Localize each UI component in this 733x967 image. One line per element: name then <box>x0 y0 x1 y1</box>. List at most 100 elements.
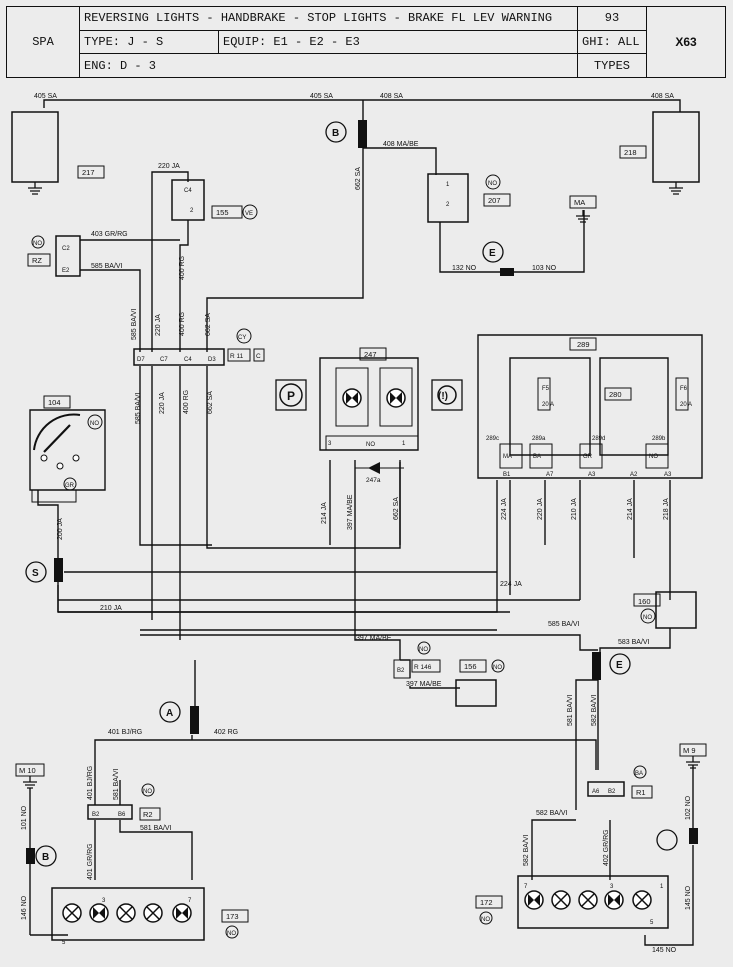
wire-label: 145 NO <box>652 947 677 954</box>
component-id: 160 <box>638 597 651 606</box>
ground-id: M 9 <box>683 746 696 755</box>
connector-b2 <box>26 848 35 864</box>
connector-letter: S <box>32 568 39 579</box>
switch-207 <box>427 173 469 223</box>
fuse-rating: 20 A <box>680 402 692 408</box>
component-tag: NO <box>33 241 42 247</box>
pin-label: C4 <box>184 357 192 363</box>
pin-label: A3 <box>588 472 596 478</box>
component-tag: NO <box>643 615 652 621</box>
component-tag: GR <box>65 483 75 489</box>
wire-label: 662 SA <box>205 313 212 336</box>
wire-label: 662 SA <box>207 391 214 414</box>
wire-label: 401 GR/RG <box>87 843 94 880</box>
connector-r1 <box>587 781 625 797</box>
component-id: 172 <box>480 898 493 907</box>
pin-label: 3 <box>102 898 106 904</box>
sheet-code: X63 <box>646 6 726 78</box>
pin-label: GR <box>583 454 593 460</box>
switch-155 <box>171 179 205 221</box>
wire-label: 403 GR/RG <box>91 231 128 238</box>
switch-160 <box>655 591 697 629</box>
wire-label: 581 BA/VI <box>113 768 120 800</box>
component-id: 289 <box>577 340 590 349</box>
wire-label: 400 RG <box>179 256 186 280</box>
switch-217 <box>11 111 59 183</box>
connector-a <box>190 706 199 734</box>
wire-label: 585 BA/VI <box>548 621 580 628</box>
wire-label: 224 JA <box>500 581 522 588</box>
component-id: 247 <box>364 350 377 359</box>
switch-156 <box>455 679 497 707</box>
connector-e2 <box>592 652 601 680</box>
pin-label: NO <box>649 454 658 460</box>
pin-label: 289a <box>532 436 546 442</box>
wire-label: 401 BJ/RG <box>108 729 142 736</box>
lamp-cluster-173 <box>51 887 205 941</box>
pin-label: C2 <box>62 246 70 252</box>
wire-label: 132 NO <box>452 265 477 272</box>
fuse-label: F6 <box>680 386 688 392</box>
fuse-label: F5 <box>542 386 550 392</box>
title-block: SPA REVERSING LIGHTS - HANDBRAKE - STOP … <box>6 6 726 78</box>
pin-label: 289c <box>486 436 499 442</box>
wire-label: 582 BA/VI <box>591 694 598 726</box>
region-code: SPA <box>6 6 80 78</box>
connector-letter: A <box>166 708 173 719</box>
component-tag: BA <box>635 771 643 777</box>
pin-label: 289b <box>652 436 666 442</box>
component-tag: C <box>256 353 261 360</box>
connector-id: RZ <box>32 256 42 265</box>
connector-letter: E <box>489 248 496 259</box>
wire-label: 582 BA/VI <box>523 834 530 866</box>
wire-label: 101 NO <box>21 805 28 830</box>
pin-label: A3 <box>664 472 672 478</box>
pin-label: B6 <box>118 812 126 818</box>
component-tag: NO <box>143 789 152 795</box>
fuse-rating: 20 A <box>542 402 554 408</box>
ground-id: M 10 <box>19 766 36 775</box>
wire-label: 400 RG <box>183 390 190 414</box>
ground-icon <box>27 181 43 195</box>
wire-label: 400 RG <box>179 312 186 336</box>
wire-label: 218 JA <box>663 498 670 520</box>
pin-label: 2 <box>190 208 194 214</box>
wire-label: 214 JA <box>321 502 328 524</box>
component-tag: VE <box>245 211 253 217</box>
wire-label: 397 MA/BE <box>356 635 392 642</box>
component-id: 280 <box>609 390 622 399</box>
connector-letter: E <box>616 660 623 671</box>
wire-label: 408 SA <box>651 93 674 100</box>
wire-label: 146 NO <box>21 895 28 920</box>
pin-label: 7 <box>188 898 192 904</box>
pin-label: 5 <box>650 920 654 926</box>
equipment-codes: EQUIP: E1 - E2 - E3 <box>218 29 578 55</box>
pin-label: C4 <box>184 188 192 194</box>
engine-type: ENG: D - 3 <box>79 53 578 78</box>
wire-label: 145 NO <box>685 885 692 910</box>
wire-label: 401 BJ/RG <box>87 766 94 800</box>
component-tag: NO <box>227 931 236 937</box>
connector-s <box>54 558 63 582</box>
brake-warning-icon: (!) <box>438 391 448 402</box>
wire-label: 408 SA <box>380 93 403 100</box>
wire-label: 405 SA <box>310 93 333 100</box>
connector-cy <box>133 348 225 366</box>
pin-label: 7 <box>524 884 528 890</box>
wire-label: 402 RG <box>214 729 238 736</box>
warning-lamp-icon <box>386 388 406 408</box>
connector-r2 <box>87 804 133 820</box>
wire-label: 220 JA <box>159 392 166 414</box>
ghi-label: GHI: ALL <box>577 29 647 55</box>
component-tag: NO <box>90 421 99 427</box>
pin-label: A7 <box>546 472 554 478</box>
wire-label: 103 NO <box>532 265 557 272</box>
wire-label: 585 BA/VI <box>91 263 123 270</box>
connector-id: R1 <box>636 788 646 797</box>
wire-label: 397 MA/BE <box>406 681 442 688</box>
pin-label: E2 <box>62 268 70 274</box>
wire-label: 397 MA/BE <box>347 494 354 530</box>
pin-label: D3 <box>208 357 216 363</box>
